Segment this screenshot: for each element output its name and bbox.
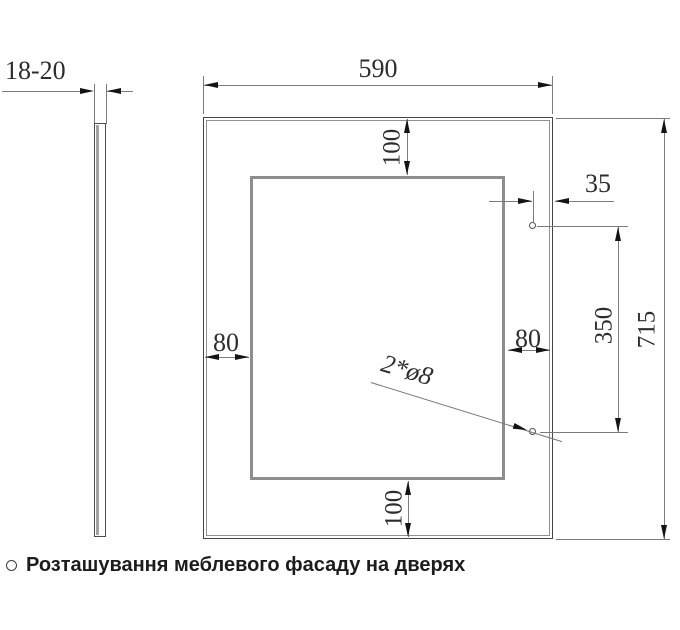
extension-line — [556, 118, 670, 119]
bullet-circle-icon — [6, 559, 17, 571]
arrowhead-down-icon — [404, 161, 410, 175]
hole-top — [529, 222, 536, 229]
top-offset-dim-line — [407, 119, 408, 175]
hole-centerline — [533, 191, 534, 222]
reference-line — [540, 432, 628, 433]
side-panel-shading — [96, 125, 99, 535]
extension-line — [106, 84, 107, 124]
door-outline — [203, 117, 553, 539]
arrowhead-up-icon — [405, 481, 411, 495]
caption: Розташування меблевого фасаду на дверях — [6, 553, 465, 577]
extension-line — [94, 84, 95, 124]
hole-offset-dim-label: 35 — [585, 169, 611, 198]
thickness-dim-line — [2, 91, 80, 92]
right-offset-dim-line — [508, 350, 550, 351]
arrowhead-left-icon — [204, 82, 218, 88]
arrowhead-up-icon — [661, 119, 667, 133]
hole-offset-dim-line — [555, 201, 614, 202]
bottom-offset-dim-label: 100 — [380, 489, 408, 528]
extension-line — [203, 76, 204, 114]
arrowhead-up-icon — [615, 227, 621, 241]
height-dim-line — [664, 119, 665, 539]
right-offset-dim-label: 80 — [515, 324, 541, 353]
caption-text: Розташування меблевого фасаду на дверях — [26, 554, 466, 576]
extension-line — [556, 539, 670, 540]
left-offset-dim-label: 80 — [213, 328, 239, 357]
reference-line — [537, 226, 628, 227]
arrowhead-right-icon — [538, 82, 552, 88]
arrowhead-right-icon — [518, 198, 532, 204]
bottom-offset-dim-line — [408, 481, 409, 537]
arrowhead-left-icon — [107, 88, 121, 94]
hole-spacing-dim-line — [618, 226, 619, 432]
hole-spacing-dim-label: 350 — [590, 306, 618, 345]
arrowhead-right-icon — [235, 354, 249, 360]
height-dim-label: 715 — [633, 310, 661, 349]
width-dim-line — [204, 85, 552, 86]
arrowhead-right-icon — [536, 347, 550, 353]
arrowhead-down-icon — [661, 525, 667, 539]
door-inner-line — [206, 120, 550, 536]
width-dim-label: 590 — [358, 54, 398, 83]
arrowhead-right-icon — [80, 88, 94, 94]
arrowhead-left-icon — [205, 354, 219, 360]
arrowhead-left-icon — [555, 198, 569, 204]
arrowhead-left-icon — [508, 347, 522, 353]
thickness-dim-label: 18-20 — [5, 56, 66, 85]
arrowhead-up-icon — [404, 119, 410, 133]
facade-outline — [250, 176, 505, 480]
left-offset-dim-line — [205, 357, 249, 358]
extension-line — [552, 76, 553, 114]
arrowhead-down-icon — [615, 418, 621, 432]
top-offset-dim-label: 100 — [378, 128, 406, 167]
hole-offset-dim-line — [489, 201, 532, 202]
arrowhead-down-icon — [405, 523, 411, 537]
side-panel — [94, 123, 106, 537]
